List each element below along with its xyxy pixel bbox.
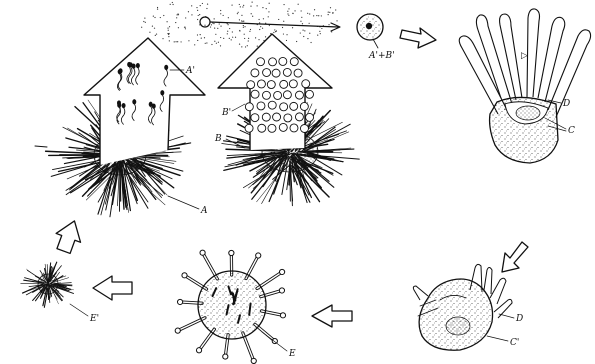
margin-mark (35, 146, 47, 147)
label-young-urchin: E' (89, 314, 99, 324)
label-late-larva-rod: C' (510, 338, 519, 348)
metamorphosing-larva (413, 264, 512, 350)
label-adult-a: A (200, 206, 208, 216)
juvenile-urchin (175, 250, 285, 363)
fertilization-arrow (200, 17, 340, 31)
arrow-to-larva (400, 28, 436, 48)
sperm-release-arrow (84, 38, 205, 165)
label-late-larva-arm: D (515, 314, 523, 324)
label-eggs: B' (221, 108, 231, 118)
zygote-cell (357, 14, 383, 48)
young-urchin-body (38, 274, 58, 294)
label-larva-arm: D (562, 99, 570, 109)
label-sperm: A' (185, 66, 195, 76)
label-juvenile: E (288, 349, 296, 359)
arrow-to-metamorphosis (502, 242, 528, 272)
arrow-to-adult (51, 217, 86, 256)
label-zygote: A'+B' (368, 51, 395, 61)
label-larva-rod: C (568, 126, 575, 136)
label-larva-triangle: ▷ (521, 51, 528, 61)
arrow-to-juvenile (312, 305, 352, 327)
arrow-to-young-urchin (93, 276, 132, 300)
gamete-cloud (141, 2, 338, 48)
pluteus-larva (459, 9, 590, 163)
label-adult-b: B (214, 134, 222, 144)
